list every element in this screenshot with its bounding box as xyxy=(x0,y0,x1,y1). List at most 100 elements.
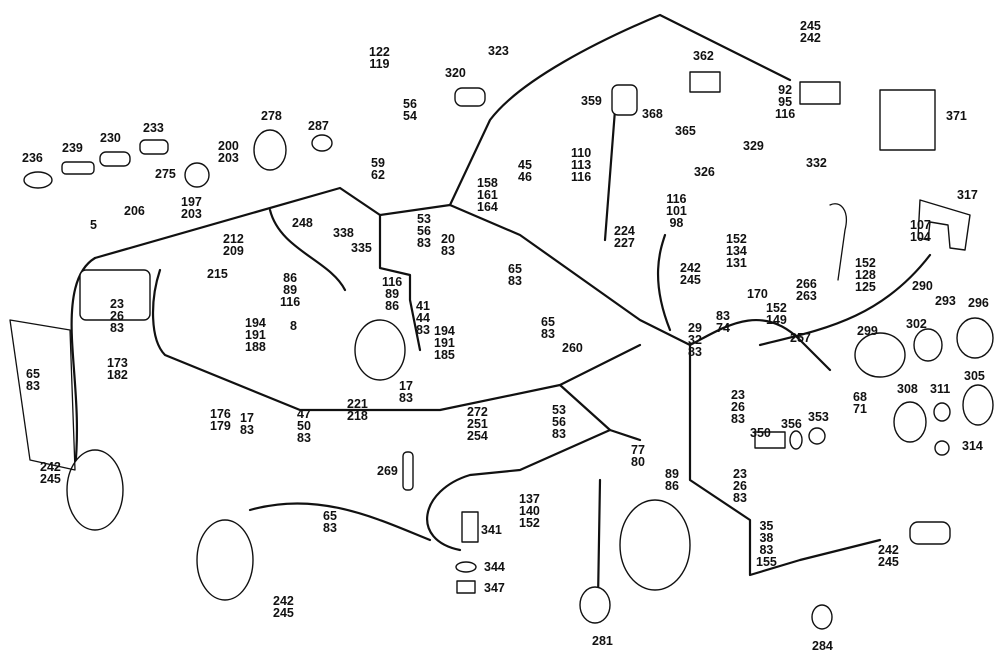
callout-number: 152 xyxy=(766,301,787,315)
bolt-341-outline xyxy=(461,511,479,543)
callout-number: 8 xyxy=(290,319,297,333)
callout-number: 83 xyxy=(416,323,430,337)
callout-number: 23 xyxy=(110,297,124,311)
clip-320-outline xyxy=(454,87,486,107)
harness-wire xyxy=(758,253,932,347)
callout-236: 236 xyxy=(22,152,43,165)
callout-287: 287 xyxy=(308,120,329,133)
callout-number: 341 xyxy=(481,523,502,537)
fuse-box-outline xyxy=(79,269,151,321)
callout-341: 341 xyxy=(481,523,502,537)
callout-302: 302 xyxy=(906,317,927,331)
callout-number: 164 xyxy=(477,200,498,214)
callout-281: 281 xyxy=(592,635,613,648)
callout-206: 206 xyxy=(124,205,145,218)
nut-311-outline xyxy=(933,402,951,422)
callout-number: 302 xyxy=(906,317,927,331)
callout-number: 83 xyxy=(552,427,566,441)
callout-number: 38 xyxy=(759,531,774,545)
callout-number: 191 xyxy=(245,328,266,342)
callout-number: 353 xyxy=(808,410,829,424)
stud-269-outline xyxy=(402,451,414,491)
callout-number: 227 xyxy=(614,236,635,250)
callout-number: 203 xyxy=(181,207,202,221)
callout-314: 314 xyxy=(962,440,983,453)
harness-wire xyxy=(152,268,642,412)
callout-number: 137 xyxy=(519,492,540,506)
callout-number: 359 xyxy=(581,94,602,108)
callout-number: 89 xyxy=(665,467,679,481)
callout-number: 299 xyxy=(857,324,878,338)
callout-number: 65 xyxy=(508,262,522,276)
callout-number: 89 xyxy=(385,287,400,301)
callout-number: 86 xyxy=(283,271,298,285)
bulb-314-outline xyxy=(934,440,950,456)
callout-number: 185 xyxy=(434,348,455,362)
headlamp-right-outline xyxy=(196,519,254,601)
callout-number: 218 xyxy=(347,409,368,423)
callout-number: 170 xyxy=(747,287,768,301)
callout-5: 5 xyxy=(90,219,97,232)
callout-number: 188 xyxy=(245,340,266,354)
callout-number: 65 xyxy=(26,367,40,381)
callout-number: 83 xyxy=(688,345,702,359)
callout-number: 53 xyxy=(552,403,566,417)
callout-number: 335 xyxy=(351,241,372,255)
callout-number: 245 xyxy=(680,273,701,287)
callout-320: 320 xyxy=(445,67,466,80)
harness-wire xyxy=(448,13,792,207)
spring-230-outline xyxy=(99,151,131,167)
callout-number: 173 xyxy=(107,356,128,370)
callout-350: 350 xyxy=(750,427,771,440)
callout-number: 83 xyxy=(417,236,431,250)
callout-305: 305 xyxy=(964,369,985,383)
callout-number: 278 xyxy=(261,109,282,123)
callout-308: 308 xyxy=(897,383,918,396)
callout-number: 20 xyxy=(441,232,455,246)
callout-number: 56 xyxy=(403,97,417,111)
callout-215: 215 xyxy=(207,267,228,281)
harness-wire xyxy=(603,108,617,242)
callout-number: 77 xyxy=(631,443,645,457)
callout-number: 371 xyxy=(946,109,967,123)
callout-number: 116 xyxy=(280,295,301,309)
callout-number: 23 xyxy=(731,388,745,402)
callout-number: 338 xyxy=(333,226,354,240)
callout-number: 26 xyxy=(110,309,124,323)
grommet-275-outline xyxy=(184,162,210,188)
callout-number: 35 xyxy=(759,519,774,533)
callout-number: 83 xyxy=(731,412,745,426)
callout-number: 92 xyxy=(778,83,793,97)
callout-number: 95 xyxy=(778,95,793,109)
harness-wire xyxy=(596,478,602,602)
callout-362: 362 xyxy=(693,50,714,63)
callout-170: 170 xyxy=(747,287,768,301)
callout-278: 278 xyxy=(261,109,282,123)
harness-wire xyxy=(378,213,422,352)
callout-number: 83 xyxy=(759,543,774,557)
callout-number: 152 xyxy=(726,232,747,246)
callout-number: 203 xyxy=(218,151,239,165)
callout-number: 242 xyxy=(40,460,61,474)
callout-8: 8 xyxy=(290,319,297,333)
callout-number: 305 xyxy=(964,369,985,383)
callout-number: 215 xyxy=(207,267,228,281)
callout-317: 317 xyxy=(957,189,978,202)
